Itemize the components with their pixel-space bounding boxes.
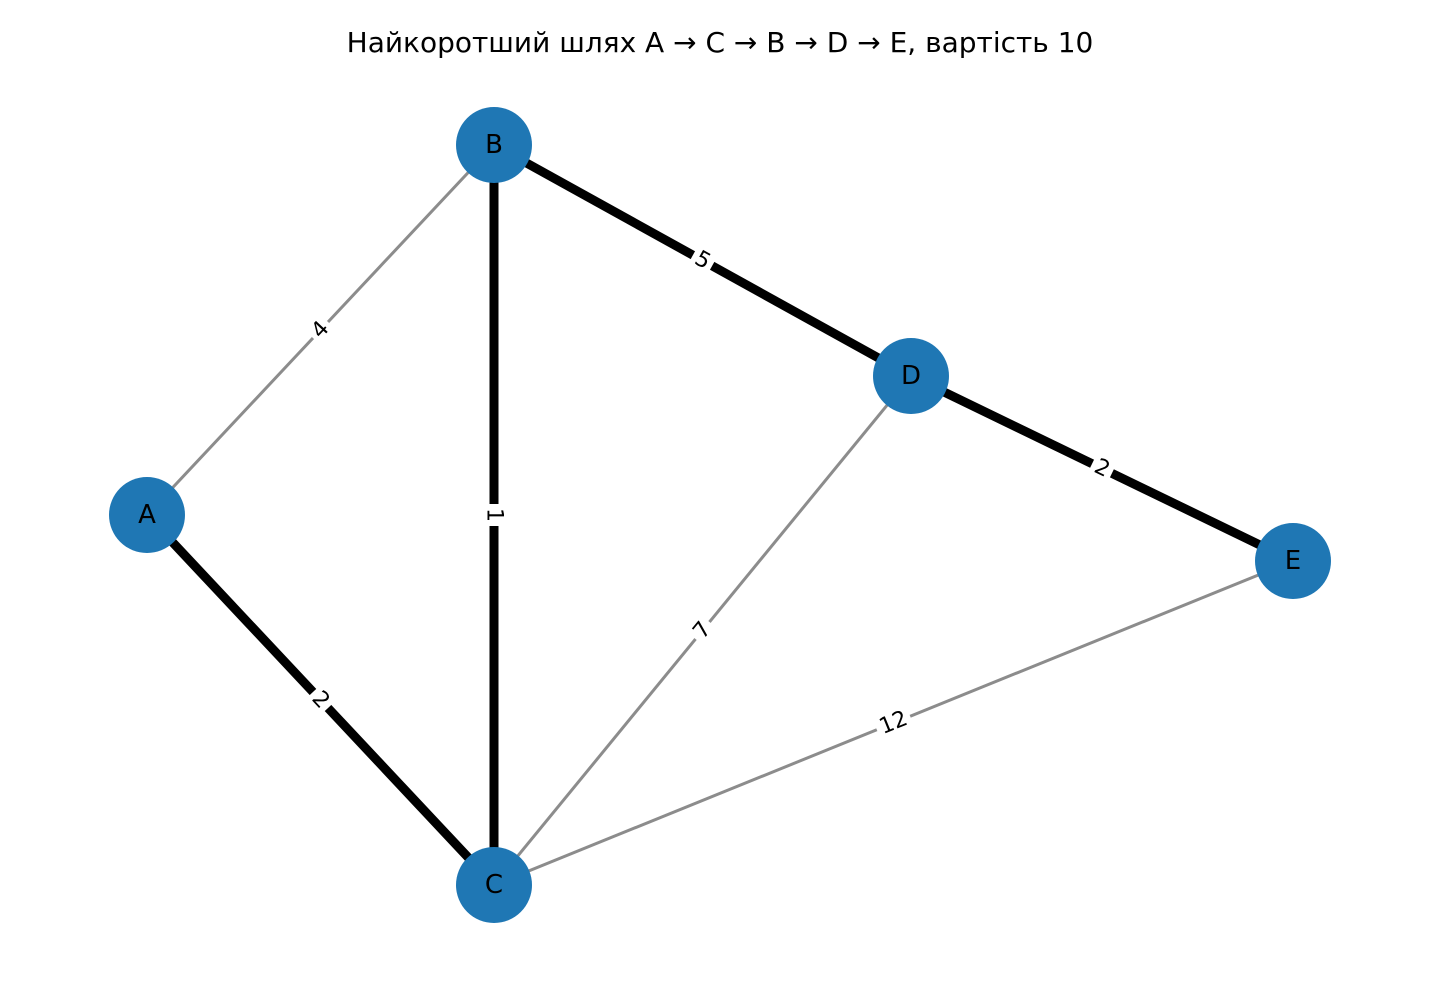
edge-label-group-B-C: 1 bbox=[481, 504, 507, 526]
graph-title: Найкоротший шлях A → C → B → D → E, варт… bbox=[347, 26, 1094, 59]
edge-label-group-D-E: 2 bbox=[1086, 452, 1118, 485]
edge-label-background bbox=[685, 613, 720, 648]
edges-layer bbox=[143, 141, 1295, 889]
node-label-B: B bbox=[485, 130, 503, 160]
edge-label-background bbox=[303, 683, 338, 717]
edge-weight-label-B-C: 1 bbox=[482, 508, 507, 522]
edge-label-group-C-E: 12 bbox=[871, 704, 916, 742]
edge-label-background bbox=[1086, 452, 1118, 485]
edge-label-group-C-D: 7 bbox=[685, 613, 720, 648]
node-label-E: E bbox=[1285, 546, 1301, 576]
edge-label-background bbox=[303, 313, 338, 347]
node-A bbox=[109, 477, 185, 553]
edge-label-background bbox=[871, 704, 916, 742]
node-B bbox=[456, 107, 532, 183]
edge-label-background bbox=[686, 243, 719, 278]
node-label-D: D bbox=[901, 361, 921, 391]
node-C bbox=[456, 847, 532, 923]
edge-label-background bbox=[481, 504, 507, 526]
node-D bbox=[873, 338, 949, 414]
node-E bbox=[1255, 523, 1331, 599]
node-label-A: A bbox=[138, 500, 156, 530]
edge-label-group-B-D: 5 bbox=[686, 243, 719, 278]
nodes-layer: A B C D E bbox=[109, 107, 1331, 923]
node-label-C: C bbox=[485, 870, 503, 900]
